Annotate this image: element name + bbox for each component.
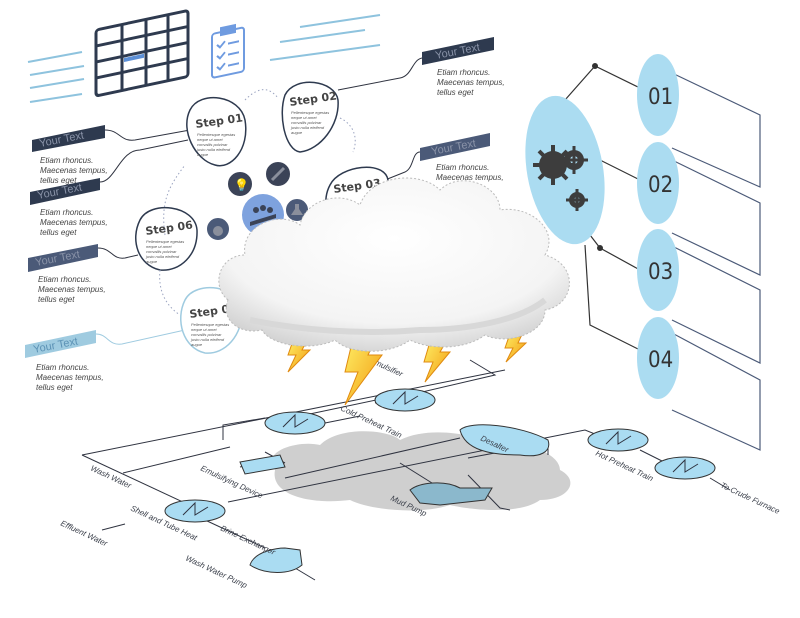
dotted-arrows: [159, 89, 356, 316]
callout-title: Your Text: [34, 249, 81, 269]
callout-line: Etiam rhoncus.: [437, 68, 490, 77]
callout-line: tellus eget: [38, 295, 75, 304]
label-wash-water: Wash Water: [89, 464, 133, 491]
emulsifying-device: [239, 454, 286, 475]
callout-line: Etiam rhoncus.: [40, 156, 93, 165]
step-text: augue: [197, 152, 209, 157]
step-text: neque ut amet: [191, 327, 217, 332]
callout-line: Maecenas tempus,: [40, 166, 108, 175]
step-text: Pellentesque egestas: [197, 132, 235, 137]
callout-title: Your Text: [430, 138, 477, 158]
step-label: Step 0: [189, 302, 231, 320]
text-placeholder-lines: [27, 14, 381, 103]
step-icons: 💡: [205, 160, 310, 242]
table-icon: [94, 9, 190, 97]
callout-line: Etiam rhoncus.: [36, 363, 89, 372]
step-text: justo nulla eleifend: [290, 125, 325, 130]
number-label: 01: [648, 85, 673, 110]
number-badge-02: 02: [637, 142, 679, 224]
number-label: 03: [648, 260, 673, 285]
step-text: justo nulla eleifend: [145, 254, 180, 259]
mud-pump: [409, 482, 493, 506]
label-effluent-water: Effluent Water: [59, 519, 109, 549]
right-panel: 01 02 03 04: [525, 54, 761, 451]
callout-line: Etiam rhoncus.: [436, 163, 489, 172]
step-bubble-06: Step 06 Pellentesque egestas neque ut am…: [135, 206, 198, 271]
label-brine-exchanger: Brine Exchanger: [219, 524, 277, 557]
step-text: convallis pulvinar: [291, 120, 322, 125]
step-bubble-02: Step 02 Pellentesque egestas neque ut am…: [281, 81, 339, 153]
callout-line: Maecenas tempus,: [38, 285, 106, 294]
step-bubble-01: Step 01 Pellentesque egestas neque ut am…: [186, 96, 247, 167]
step-text: augue: [291, 130, 303, 135]
step-text: convallis pulvinar: [197, 142, 228, 147]
clipboard-checklist-icon: [211, 23, 245, 79]
callout-line: Maecenas tempus,: [437, 78, 505, 87]
lightbulb-icon: [226, 170, 254, 198]
wash-water-pump: [249, 547, 303, 573]
callout-line: Maecenas tempus,: [436, 173, 504, 182]
callout-4: Your Text Etiam rhoncus. Maecenas tempus…: [25, 329, 186, 392]
callout-line: Maecenas tempus,: [36, 373, 104, 382]
step-text: justo nulla eleifend: [196, 147, 231, 152]
callout-right-2: Your Text Etiam rhoncus. Maecenas tempus…: [384, 133, 504, 182]
number-label: 02: [648, 173, 673, 198]
callout-line: tellus eget: [40, 176, 77, 185]
step-text: Pellentesque egestas: [191, 322, 229, 327]
number-label: 04: [648, 348, 673, 373]
step-text: augue: [191, 342, 203, 347]
left-panel: Your Text Etiam rhoncus. Maecenas tempus…: [25, 9, 505, 392]
callout-line: Etiam rhoncus.: [40, 208, 93, 217]
callout-line: tellus eget: [40, 228, 77, 237]
step-text: neque ut amet: [291, 115, 317, 120]
label-wash-water-pump: Wash Water Pump: [184, 554, 249, 591]
number-badge-04: 04: [637, 317, 679, 399]
step-text: neque ut amet: [146, 244, 172, 249]
desalter-vessel: [459, 424, 550, 457]
storm-cloud-lightning-icon: [218, 177, 570, 406]
step-text: Pellentesque egestas: [146, 239, 184, 244]
step-text: Pellentesque egestas: [291, 110, 329, 115]
lightbulb-glyph: 💡: [234, 178, 249, 192]
callout-3: Your Text Etiam rhoncus. Maecenas tempus…: [28, 244, 139, 304]
step-text: convallis pulvinar: [191, 332, 222, 337]
label-hot-preheat-train: Hot Preheat Train: [594, 449, 655, 484]
gears-icon: [533, 145, 588, 211]
callout-line: tellus eget: [437, 88, 474, 97]
number-connector-boxes: [564, 63, 761, 451]
callout-line: Etiam rhoncus.: [38, 275, 91, 284]
step-text: augue: [146, 259, 158, 264]
step-text: neque ut amet: [197, 137, 223, 142]
callout-line: tellus eget: [36, 383, 73, 392]
number-badge-01: 01: [637, 54, 679, 136]
number-badge-03: 03: [637, 229, 679, 311]
label-to-crude-furnace: To Crude Furnace: [719, 481, 781, 517]
callout-right-1: Your Text Etiam rhoncus. Maecenas tempus…: [337, 37, 505, 97]
step-text: convallis pulvinar: [146, 249, 177, 254]
step-text: justo nulla eleifend: [190, 337, 225, 342]
callout-line: Maecenas tempus,: [40, 218, 108, 227]
process-flow-diagram: Wash Water Emulsifying Device Cold Prehe…: [59, 354, 781, 591]
callout-title: Your Text: [38, 130, 85, 150]
